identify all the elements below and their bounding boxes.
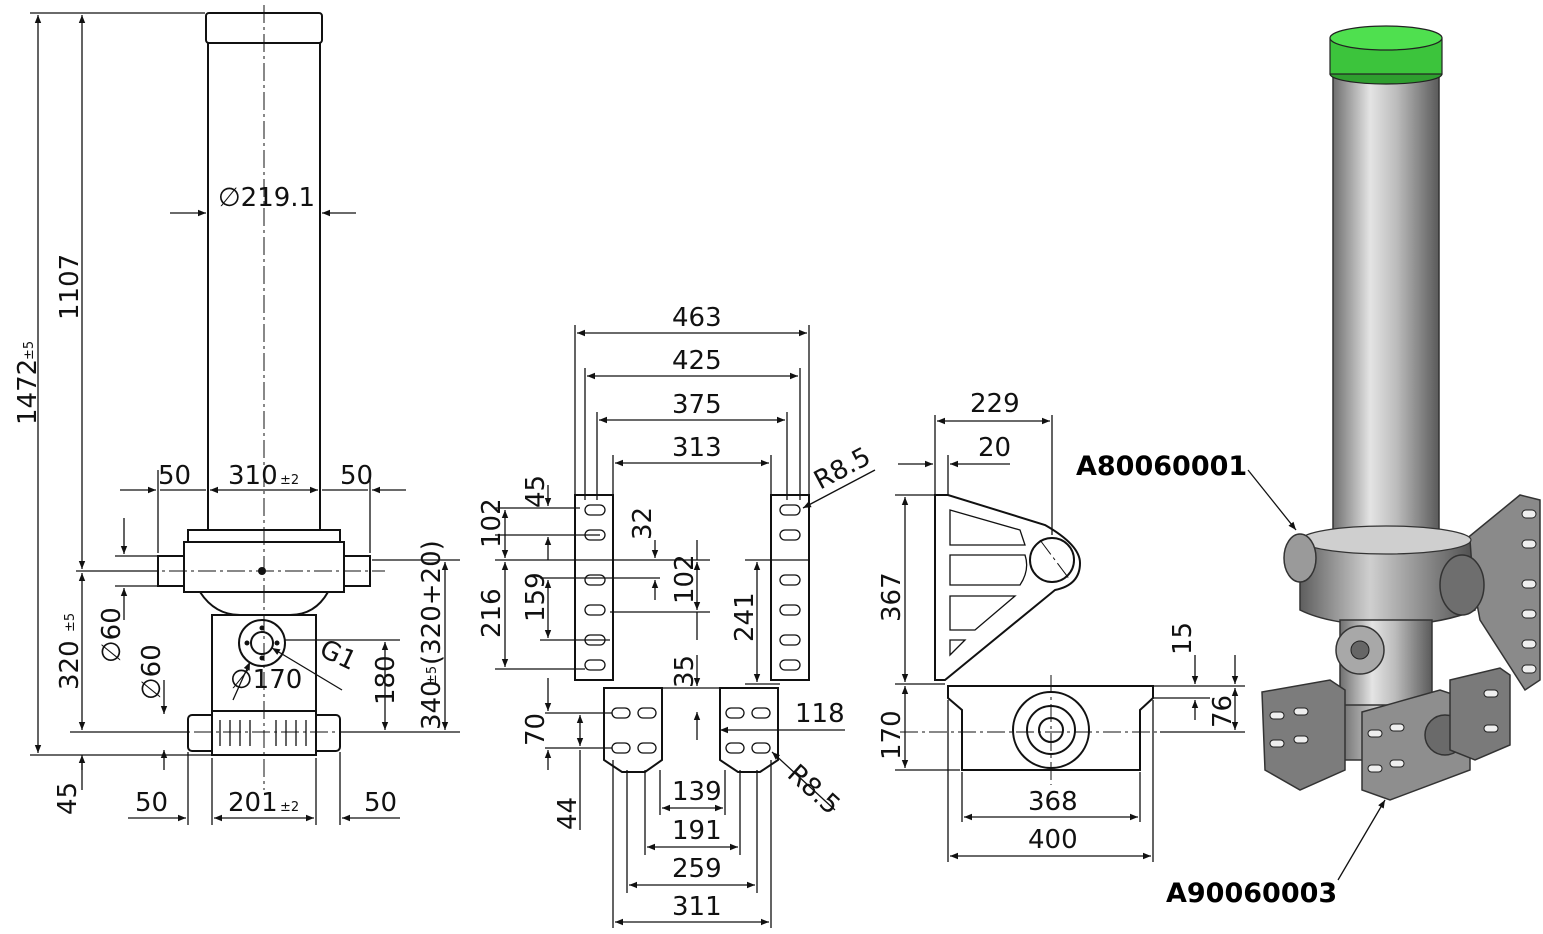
dim-50-bottom-right: 50: [364, 788, 397, 818]
dim-dia60-lower: ∅60: [137, 644, 167, 700]
part-number-upper: A80060001: [1076, 451, 1247, 482]
tol-320: ±5: [63, 613, 78, 632]
cylinder-front-view: [140, 5, 385, 790]
cylinder-3d-render: [1261, 25, 1541, 801]
part-number-callouts: A80060001 A90060003: [1076, 451, 1386, 909]
render-pin-right: [1439, 554, 1485, 616]
dim-50-bottom-left: 50: [135, 788, 168, 818]
dim-367: 367: [877, 572, 907, 622]
dim-191: 191: [672, 816, 722, 846]
dim-216: 216: [477, 588, 507, 638]
dim-229: 229: [970, 389, 1020, 419]
bracket-views: [574, 494, 810, 773]
dim-310: 310: [228, 461, 278, 491]
dim-313: 313: [672, 433, 722, 463]
dim-r8-5-bottom: R8.5: [781, 759, 845, 821]
side-dimension-texts: 229 20 367 15 170 76 368 400: [877, 389, 1238, 855]
dim-15: 15: [1168, 622, 1198, 655]
dim-170: 170: [877, 710, 907, 760]
dim-45: 45: [53, 782, 83, 815]
dim-1107: 1107: [55, 254, 85, 320]
render-bracket-lower-left: [1261, 679, 1346, 791]
dim-32: 32: [628, 507, 658, 540]
dim-102-b: 102: [670, 554, 700, 604]
dim-45-bracket: 45: [521, 475, 551, 508]
dim-76: 76: [1208, 695, 1238, 728]
render-bracket-lower-right: [1449, 667, 1511, 761]
render-bracket-right: [1464, 494, 1541, 692]
oil-port-inner: [250, 631, 274, 655]
dim-20: 20: [978, 433, 1011, 463]
dim-340: 340: [417, 680, 447, 730]
dim-50-left: 50: [158, 461, 191, 491]
tol-1472: ±5: [22, 341, 37, 360]
dim-35: 35: [670, 655, 700, 688]
tol-201: ±2: [280, 800, 299, 815]
dim-102-a: 102: [477, 498, 507, 548]
dim-320: 320: [55, 640, 85, 690]
bracket-upper-left: [574, 494, 614, 681]
dim-dia170: ∅170: [230, 665, 302, 695]
dim-241: 241: [730, 592, 760, 642]
dim-118: 118: [795, 699, 845, 729]
cylinder-dimensions: [30, 12, 460, 825]
dim-368: 368: [1028, 787, 1078, 817]
dim-dia60-upper: ∅60: [97, 607, 127, 663]
dim-311: 311: [672, 892, 722, 922]
side-bracket-outline: [934, 494, 1082, 681]
dim-r8-5-top: R8.5: [809, 442, 876, 496]
render-pin-left: [1283, 533, 1317, 583]
part-number-lower: A90060003: [1166, 878, 1337, 909]
dim-70: 70: [521, 713, 551, 746]
dim-463: 463: [672, 303, 722, 333]
bracket-dimension-texts: 463 425 375 313 R8.5 45 102 32 102 159 2…: [477, 303, 876, 922]
bracket-upper-right: [770, 494, 810, 681]
side-dimensions: [895, 415, 1245, 862]
dim-375: 375: [672, 390, 722, 420]
tol-340: ±5: [425, 666, 440, 685]
dim-201: 201: [228, 788, 278, 818]
dim-425: 425: [672, 346, 722, 376]
dim-180: 180: [371, 655, 401, 705]
dim-159: 159: [521, 572, 551, 622]
tol-310: ±2: [280, 473, 299, 488]
dim-340-note: (320+20): [417, 540, 447, 665]
dim-139: 139: [672, 777, 722, 807]
dim-44: 44: [553, 797, 583, 830]
dim-400: 400: [1028, 825, 1078, 855]
dim-1472: 1472: [13, 359, 43, 425]
bracket-dimensions: [495, 325, 876, 928]
side-bracket-hole: [1029, 537, 1075, 583]
side-view: [900, 494, 1200, 785]
dim-50-right: 50: [340, 461, 373, 491]
bracket-lower-left: [603, 687, 663, 773]
dim-259: 259: [672, 854, 722, 884]
render-tube: [1332, 49, 1440, 561]
dim-219: ∅219.1: [218, 183, 315, 213]
